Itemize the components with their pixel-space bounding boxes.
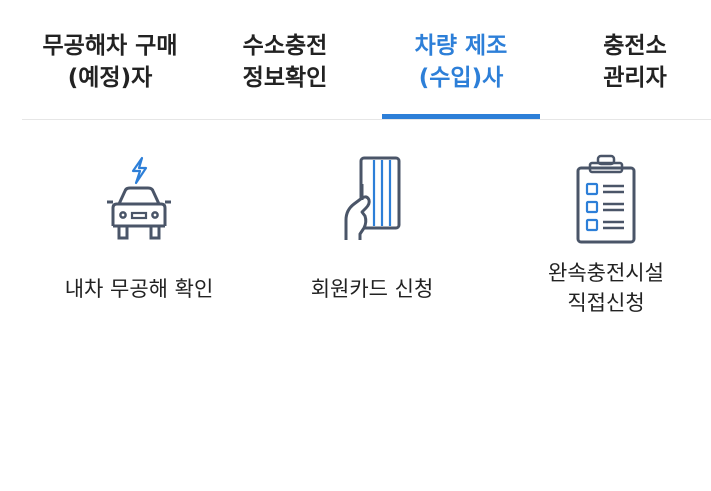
item-label: 완속충전시설 직접신청 bbox=[496, 258, 711, 318]
tab-label-line2: (수입)사 bbox=[418, 65, 504, 91]
item-label-line1: 회원카드 신청 bbox=[310, 277, 434, 301]
tab-label-line2: 정보확인 bbox=[242, 65, 328, 91]
tab-station-manager[interactable]: 충전소 관리자 bbox=[570, 30, 700, 94]
item-my-car-zero-emission-check[interactable]: 내차 무공해 확인 bbox=[29, 150, 249, 301]
tab-label-line1: 무공해차 구매 bbox=[42, 33, 178, 59]
tab-vehicle-manufacturer[interactable]: 차량 제조 (수입)사 bbox=[382, 30, 540, 94]
tab-label-line2: 관리자 bbox=[603, 65, 667, 91]
item-label: 내차 무공해 확인 bbox=[29, 274, 249, 304]
tab-label-line1: 충전소 bbox=[603, 33, 667, 59]
checklist-clipboard-icon bbox=[576, 154, 636, 244]
tab-zero-emission-buyer[interactable]: 무공해차 구매 (예정)자 bbox=[30, 30, 190, 94]
item-member-card-application[interactable]: 회원카드 신청 bbox=[262, 150, 482, 301]
tab-label-line2: (예정)자 bbox=[67, 65, 153, 91]
item-label-line2: 직접신청 bbox=[567, 291, 645, 315]
item-slow-charger-direct-application[interactable]: 완속충전시설 직접신청 bbox=[496, 150, 711, 315]
active-tab-indicator bbox=[382, 114, 540, 119]
tab-divider bbox=[22, 119, 711, 120]
member-card-icon bbox=[344, 156, 401, 240]
car-charging-icon bbox=[107, 156, 171, 240]
tab-label-line1: 수소충전 bbox=[242, 33, 328, 59]
item-label-line1: 완속충전시설 bbox=[548, 261, 664, 285]
category-tabs: 무공해차 구매 (예정)자 수소충전 정보확인 차량 제조 (수입)사 충전소 … bbox=[0, 0, 711, 120]
tab-hydrogen-charging-info[interactable]: 수소충전 정보확인 bbox=[215, 30, 355, 94]
item-label-line1: 내차 무공해 확인 bbox=[64, 277, 214, 301]
tab-label-line1: 차량 제조 bbox=[414, 33, 508, 59]
item-label: 회원카드 신청 bbox=[262, 274, 482, 304]
